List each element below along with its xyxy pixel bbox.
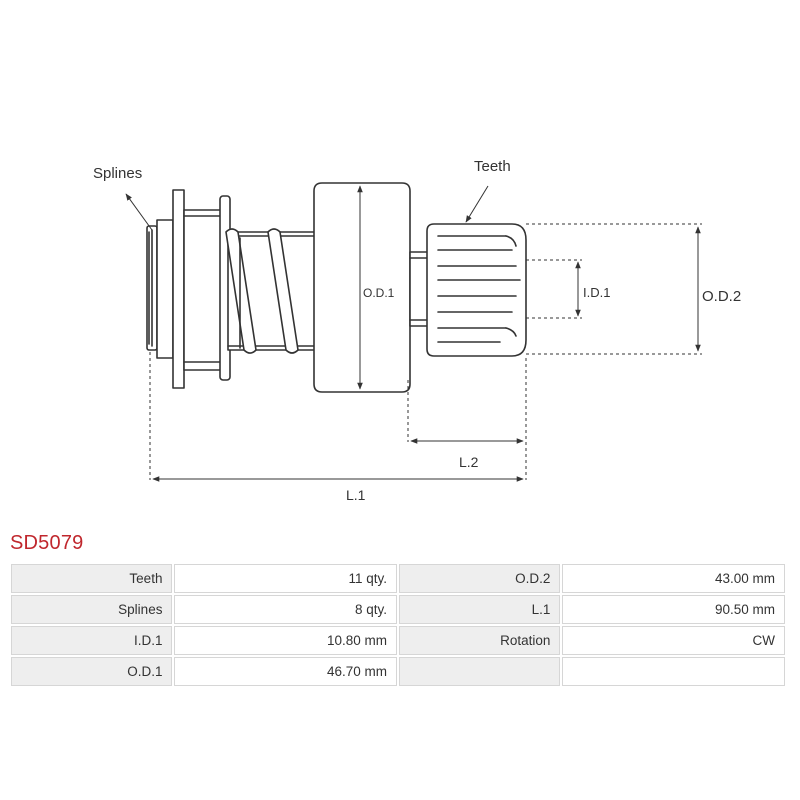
spring (225, 228, 299, 354)
table-row: Teeth 11 qty. O.D.2 43.00 mm (11, 564, 785, 593)
neck (409, 251, 429, 327)
spec-label: I.D.1 (11, 626, 173, 655)
l1-label: L.1 (346, 487, 366, 503)
part-number-title: SD5079 (10, 532, 84, 554)
teeth-label: Teeth (474, 158, 511, 175)
spec-label: Teeth (11, 564, 173, 593)
spec-table: Teeth 11 qty. O.D.2 43.00 mm Splines 8 q… (9, 562, 787, 688)
spline-end (146, 219, 174, 359)
splines-label: Splines (93, 165, 142, 182)
spec-value: 8 qty. (174, 595, 397, 624)
l2-label: L.2 (459, 454, 479, 470)
flange (172, 189, 185, 389)
spec-value: 10.80 mm (174, 626, 397, 655)
table-row: Splines 8 qty. L.1 90.50 mm (11, 595, 785, 624)
spec-label-empty (398, 657, 561, 686)
spec-value: CW (562, 626, 785, 655)
table-row: O.D.1 46.70 mm (11, 657, 785, 686)
od2-label: O.D.2 (702, 288, 741, 305)
pinion-body (313, 182, 411, 393)
id1-label: I.D.1 (583, 285, 610, 300)
spec-value: 46.70 mm (174, 657, 397, 686)
teeth-leader (465, 185, 489, 223)
spec-label: L.1 (398, 595, 561, 624)
spec-label: Splines (11, 595, 173, 624)
spec-value-empty (562, 657, 785, 686)
spec-label: O.D.2 (398, 564, 561, 593)
spec-value: 90.50 mm (562, 595, 785, 624)
spec-label: O.D.1 (11, 657, 173, 686)
starter-drive-diagram: Splines Teeth O.D.1 I.D.1 O.D.2 L.2 L.1 (93, 158, 741, 503)
splines-leader (125, 193, 153, 231)
spec-value: 11 qty. (174, 564, 397, 593)
gear-teeth (426, 223, 527, 357)
spec-label: Rotation (398, 626, 561, 655)
od1-label: O.D.1 (363, 286, 395, 300)
spec-value: 43.00 mm (562, 564, 785, 593)
table-row: I.D.1 10.80 mm Rotation CW (11, 626, 785, 655)
